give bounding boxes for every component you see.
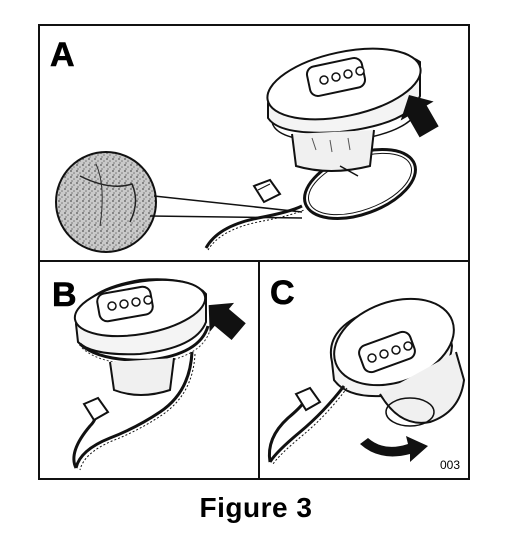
panel-a-illustration (55, 47, 439, 253)
panel-a: A (40, 26, 468, 262)
panel-label-c: C (270, 274, 295, 312)
tether-connector (252, 178, 282, 204)
panel-label-a: A (50, 36, 75, 74)
cap-grip (305, 56, 367, 98)
tether-strap (339, 165, 359, 177)
magnified-detail (55, 151, 157, 253)
cap-grip (96, 285, 154, 323)
panel-b-illustration (72, 278, 246, 471)
panel-c-illustration (267, 297, 466, 465)
tether-cable (267, 385, 348, 465)
fuel-cap (266, 47, 422, 172)
rotate-arrow-icon (360, 436, 428, 462)
cap-grip (358, 330, 416, 374)
tether-connector (82, 396, 110, 422)
figure-frame: A (38, 24, 470, 480)
tether-connector (294, 386, 322, 412)
panel-c: C (260, 262, 468, 478)
panel-label-b: B (52, 276, 77, 314)
arrow-icon (400, 94, 439, 138)
figure-caption: Figure 3 (199, 492, 313, 523)
panel-b: B (40, 262, 260, 478)
arrow-icon (208, 302, 246, 341)
diagram-code: 003 (439, 458, 460, 472)
tether-cable (204, 204, 305, 251)
